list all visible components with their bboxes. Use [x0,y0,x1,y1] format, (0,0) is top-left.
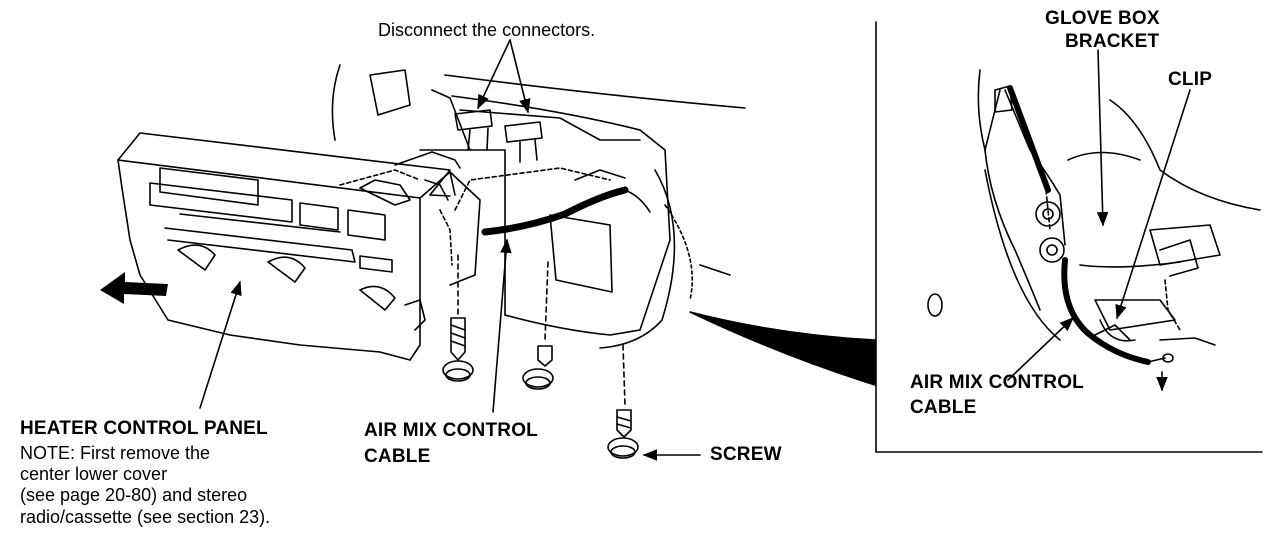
label-air-mix-cable-right-line1: AIR MIX CONTROL [910,372,1084,393]
label-clip: CLIP [1168,69,1213,90]
inset-frame [875,21,1263,453]
label-glove-box-bracket-line2: BRACKET [1065,31,1160,52]
air-mix-control-cable-left [454,167,651,236]
removal-arrow [100,272,168,304]
dashboard-opening [331,64,746,349]
label-air-mix-cable-left-line2: CABLE [364,446,431,467]
view-connector-sweep [689,311,876,386]
note-line: NOTE: First remove the [20,443,211,463]
heater-control-panel-unit [117,132,481,361]
label-disconnect-connectors: Disconnect the connectors. [378,20,596,40]
note-line: (see page 20-80) and stereo [20,485,248,506]
label-air-mix-cable-left-line1: AIR MIX CONTROL [364,420,538,441]
label-air-mix-cable-right-line2: CABLE [910,397,977,418]
label-screw: SCREW [710,444,782,465]
label-heater-control-panel: HEATER CONTROL PANEL [20,418,268,439]
inset-detail [927,69,1261,365]
screws-left-view [442,254,639,459]
leader-lines [199,39,1191,461]
note-line: center lower cover [20,464,168,485]
label-glove-box-bracket-line1: GLOVE BOX [1045,8,1160,29]
heater-panel-note: NOTE: First remove the center lower cove… [20,443,270,528]
connectors [454,109,543,163]
note-line: radio/cassette (see section 23). [20,506,271,527]
